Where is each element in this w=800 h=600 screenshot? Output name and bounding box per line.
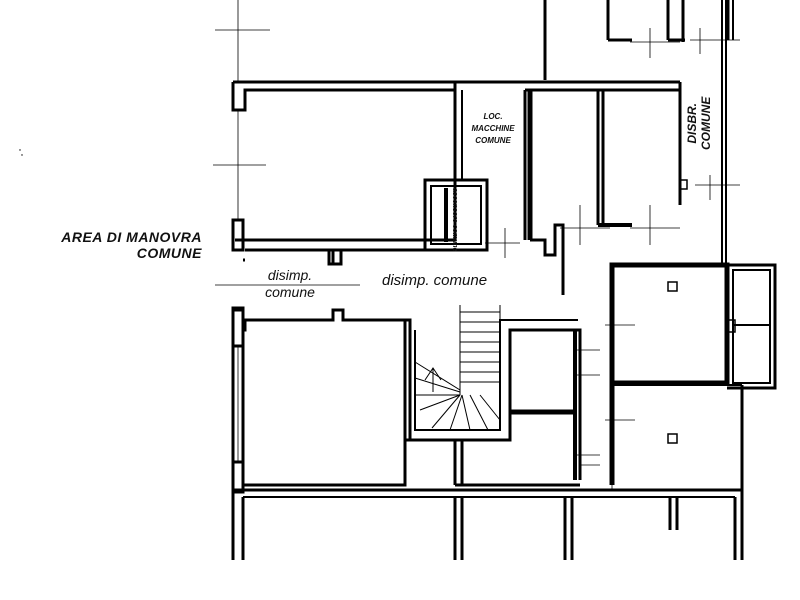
loc-macchine-label: LOC. MACCHINE COMUNE	[462, 113, 524, 145]
disimp-center-label: disimp. comune	[382, 272, 488, 289]
stair-treads	[414, 305, 501, 431]
area-manovra-line2: COMUNE	[136, 245, 202, 261]
axis-lines	[213, 0, 740, 490]
disimp-left-line1: disimp.	[267, 267, 313, 283]
disimp-left-line2: comune	[265, 284, 315, 300]
loc-macchine-line2: MACCHINE	[471, 124, 515, 133]
disbr-line2: COMUNE	[699, 96, 713, 150]
ascensore-label: ascensore comune	[451, 188, 458, 252]
walls	[231, 0, 777, 560]
disbr-line1: DISBR.	[685, 103, 699, 144]
loc-macchine-line1: LOC.	[483, 112, 503, 121]
area-manovra-label: AREA DI MANOVRA COMUNE	[42, 230, 202, 260]
loc-macchine-line3: COMUNE	[475, 136, 511, 145]
disimp-left-label: disimp. comune	[252, 268, 328, 299]
pillar-markers	[667, 179, 736, 444]
disbr-label: DISBR. COMUNE	[685, 96, 713, 150]
area-manovra-line1: AREA DI MANOVRA	[61, 229, 202, 245]
stray-marks	[19, 149, 23, 156]
